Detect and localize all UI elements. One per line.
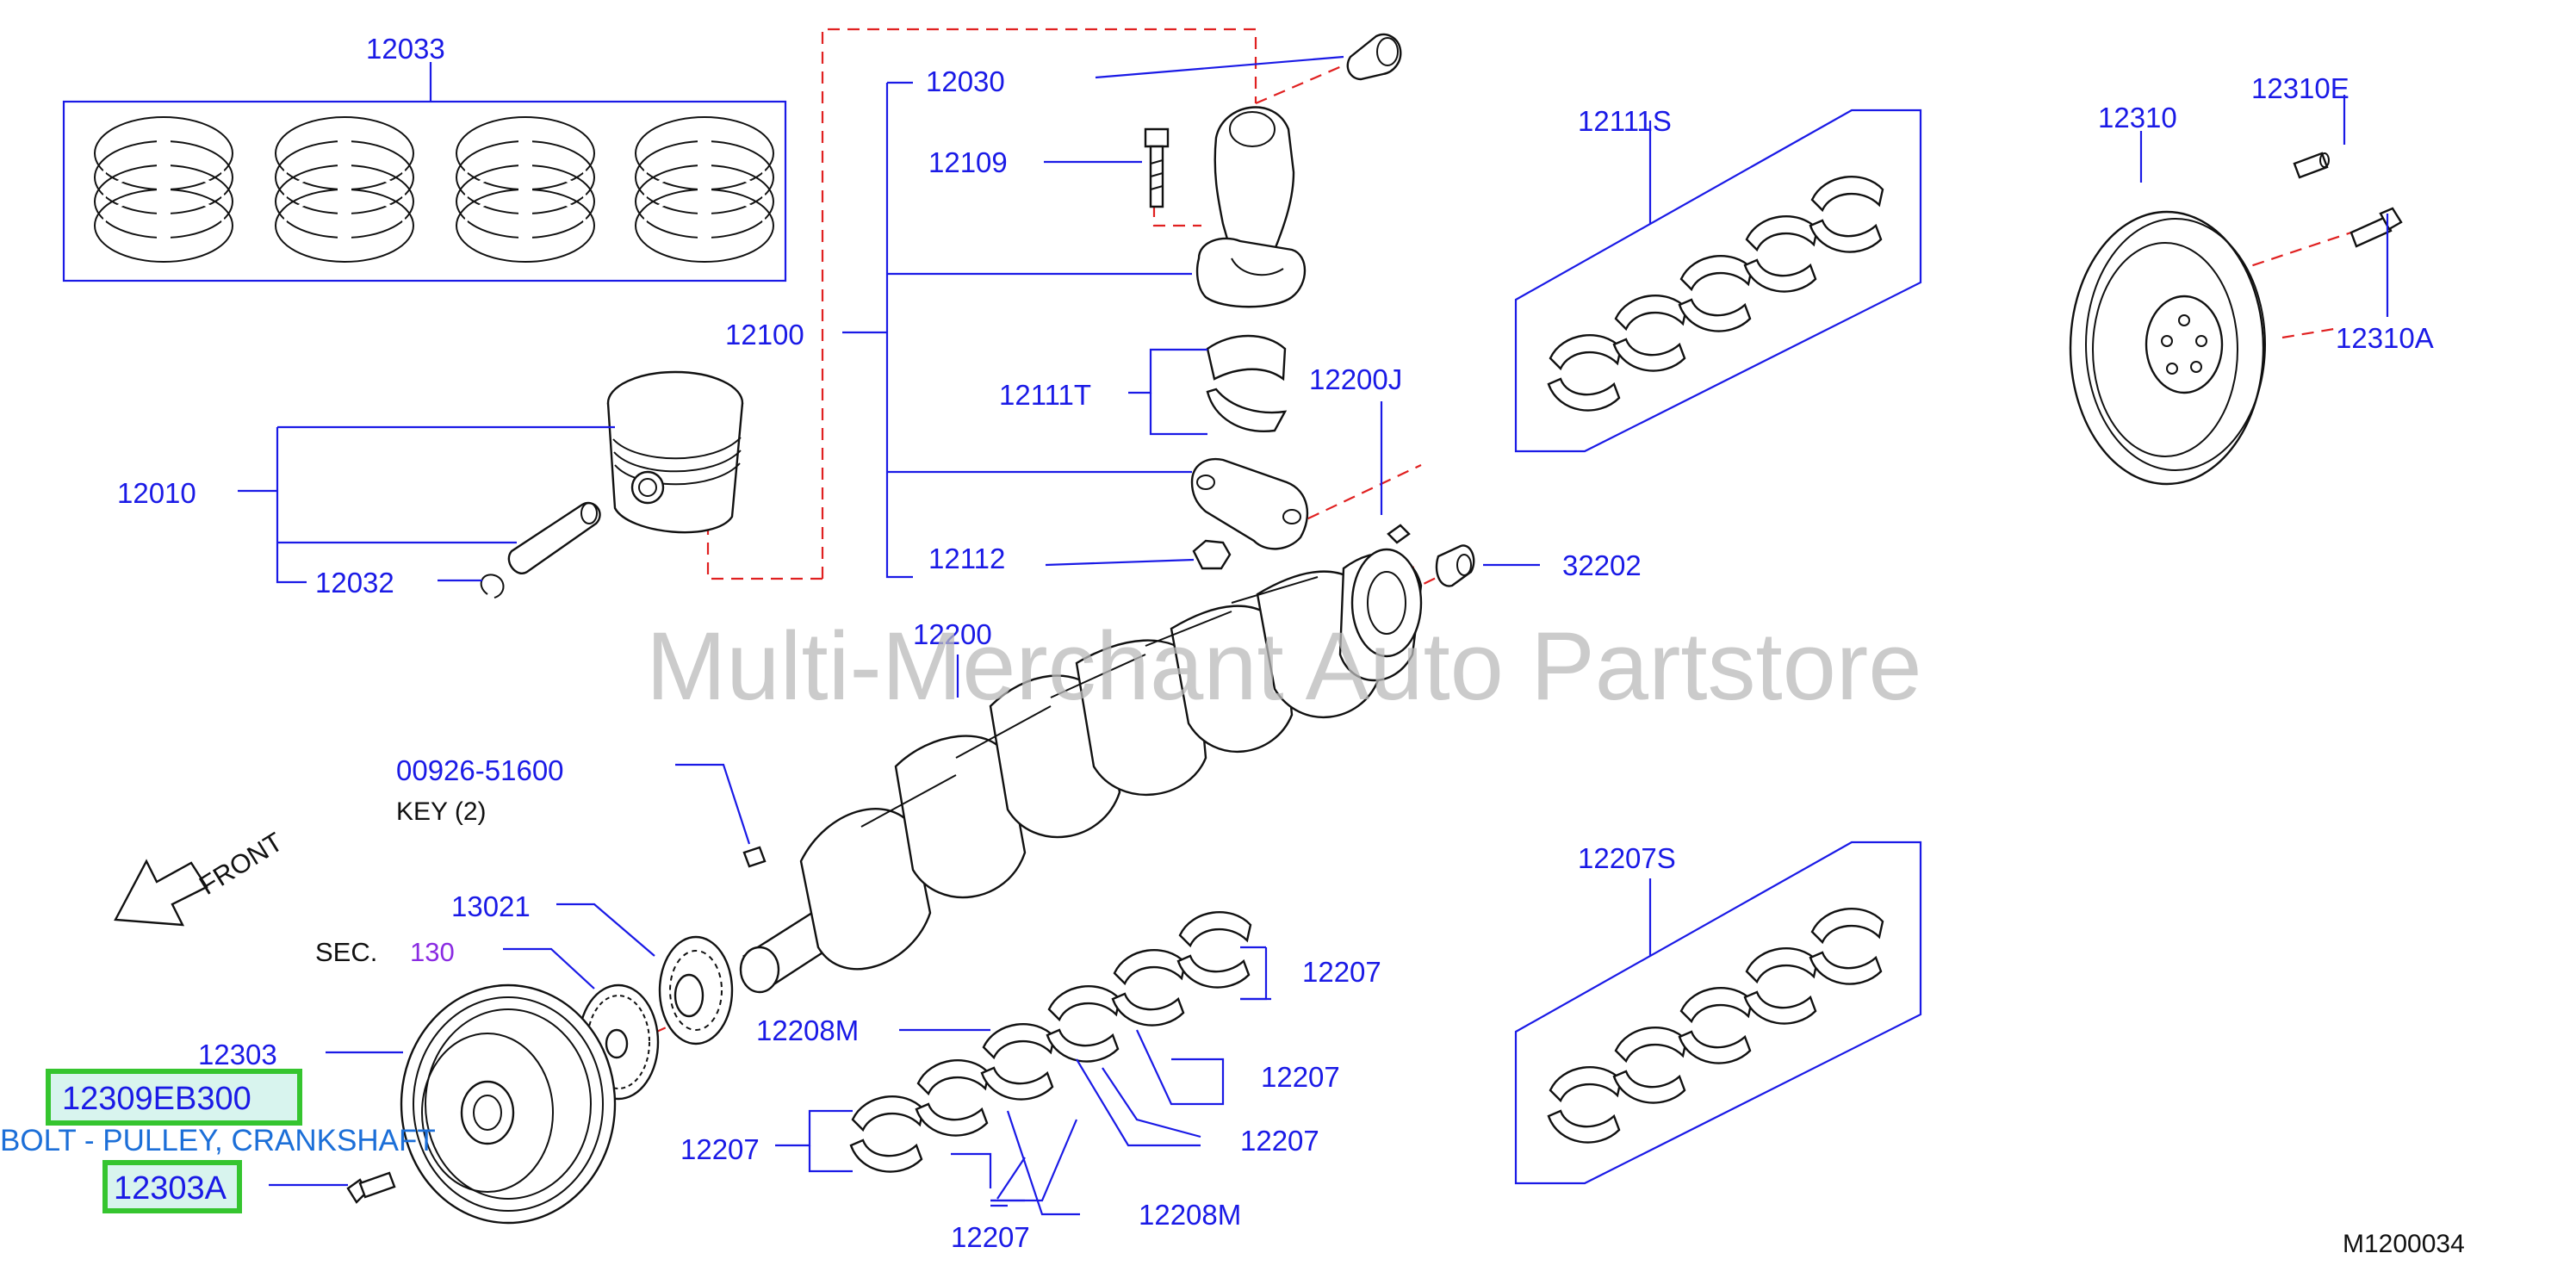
bearing-shell-pair [1809,176,1884,253]
callout-12303[interactable]: 12303 [198,1039,277,1070]
flywheel[interactable] [2069,210,2266,486]
callout-12208M-upper[interactable]: 12208M [756,1014,859,1046]
callout-12310[interactable]: 12310 [2098,102,2177,133]
callout-12111S[interactable]: 12111S [1578,105,1672,137]
callout-12100[interactable]: 12100 [725,319,804,351]
bearing-shell-pair [1111,949,1187,1027]
callout-12030[interactable]: 12030 [926,65,1005,97]
piston-pin[interactable] [507,501,601,574]
callout-12033[interactable]: 12033 [366,33,445,65]
main-bearings-lower[interactable] [849,911,1252,1173]
piston-ring-stack [275,116,414,263]
callout-12207-d[interactable]: 12207 [680,1133,760,1165]
callout-12109[interactable]: 12109 [928,146,1008,178]
callout-12207-c[interactable]: 12207 [1240,1125,1319,1157]
callout-12310E[interactable]: 12310E [2251,72,2349,104]
connecting-rod-bearing-set-box[interactable] [1514,109,1922,453]
bearing-shell-pair [1678,255,1754,332]
bearing-shell-pair [1612,1027,1688,1104]
callout-12207S[interactable]: 12207S [1578,842,1676,874]
highlighted-part-number[interactable]: 12309EB300 [62,1081,251,1117]
highlighted-part-description: BOLT - PULLEY, CRANKSHAFT [0,1124,436,1157]
main-bearing-set-box[interactable] [1514,841,1922,1185]
callout-12310A[interactable]: 12310A [2336,322,2434,354]
bearing-shell-pair [1547,334,1623,412]
flywheel-dowel[interactable] [2293,152,2330,179]
bearing-shell-pair [849,1095,925,1173]
crankshaft-sprocket[interactable] [658,935,734,1045]
connecting-rod-bearing-set[interactable] [1206,334,1288,432]
leader-lines [238,55,2389,1216]
callout-12207-a[interactable]: 12207 [1302,956,1381,988]
highlighted-part-ref[interactable]: 12303A [114,1170,227,1207]
bearing-shell-pair [1176,911,1252,989]
callout-00926-51600[interactable]: 00926-51600 [396,754,564,786]
callout-12032[interactable]: 12032 [315,567,394,599]
crankshaft-pilot-bushing[interactable] [1387,524,1411,544]
connecting-rod-cap[interactable] [1190,457,1309,550]
callout-32202[interactable]: 32202 [1562,549,1642,581]
front-arrow-icon [114,859,208,927]
callout-12207-b[interactable]: 12207 [1261,1061,1340,1093]
piston[interactable] [606,370,744,534]
bearing-shell-pair [1743,215,1819,293]
crankshaft-pulley[interactable] [400,983,617,1225]
bearing-shell-pair [1612,295,1688,372]
callout-12200[interactable]: 12200 [913,618,992,650]
bearing-shell-pair [980,1023,1056,1101]
callout-12207-e[interactable]: 12207 [951,1221,1030,1253]
piston-pin-snap-ring[interactable] [480,574,505,599]
highlighted-ref-box[interactable]: 12303A [102,1160,242,1213]
piston-ring-stack [456,116,595,263]
piston-pin-bushing[interactable] [1346,33,1402,81]
bearing-shell-pair [1743,947,1819,1025]
highlighted-part-box[interactable]: 12309EB300 [46,1069,302,1126]
callout-12112[interactable]: 12112 [928,543,1005,574]
bearing-shell-pair [1547,1066,1623,1144]
bearing-shell-pair [915,1059,990,1137]
connecting-rod[interactable] [1195,106,1307,308]
piston-ring-set[interactable] [62,62,787,282]
piston-ring-stack [635,116,774,263]
watermark: Multi-Merchant Auto Partstore [646,612,1921,720]
callout-12111T[interactable]: 12111T [999,379,1091,411]
key-label: KEY (2) [396,797,487,826]
flywheel-bolt[interactable] [2349,207,2403,248]
section-number-link[interactable]: 130 [410,937,455,967]
connecting-rod-nut[interactable] [1192,539,1232,570]
crankshaft-key[interactable] [742,846,767,868]
callout-13021[interactable]: 13021 [451,890,531,922]
front-label: FRONT [194,827,288,901]
callout-12010[interactable]: 12010 [117,477,196,509]
bearing-shell-pair [1809,908,1884,985]
callout-12208M-lower[interactable]: 12208M [1139,1199,1241,1231]
section-prefix: SEC. [315,937,377,967]
crankshaft[interactable] [739,548,1423,994]
bearing-shell-pair [1046,985,1121,1063]
figure-code: M1200034 [2343,1230,2465,1258]
callout-12200J[interactable]: 12200J [1309,363,1402,395]
piston-ring-stack [94,116,233,263]
connecting-rod-bolt[interactable] [1144,127,1170,208]
pilot-bearing[interactable] [1435,544,1475,587]
crankshaft-pulley-bolt[interactable] [346,1171,396,1204]
bearing-shell-pair [1678,987,1754,1064]
